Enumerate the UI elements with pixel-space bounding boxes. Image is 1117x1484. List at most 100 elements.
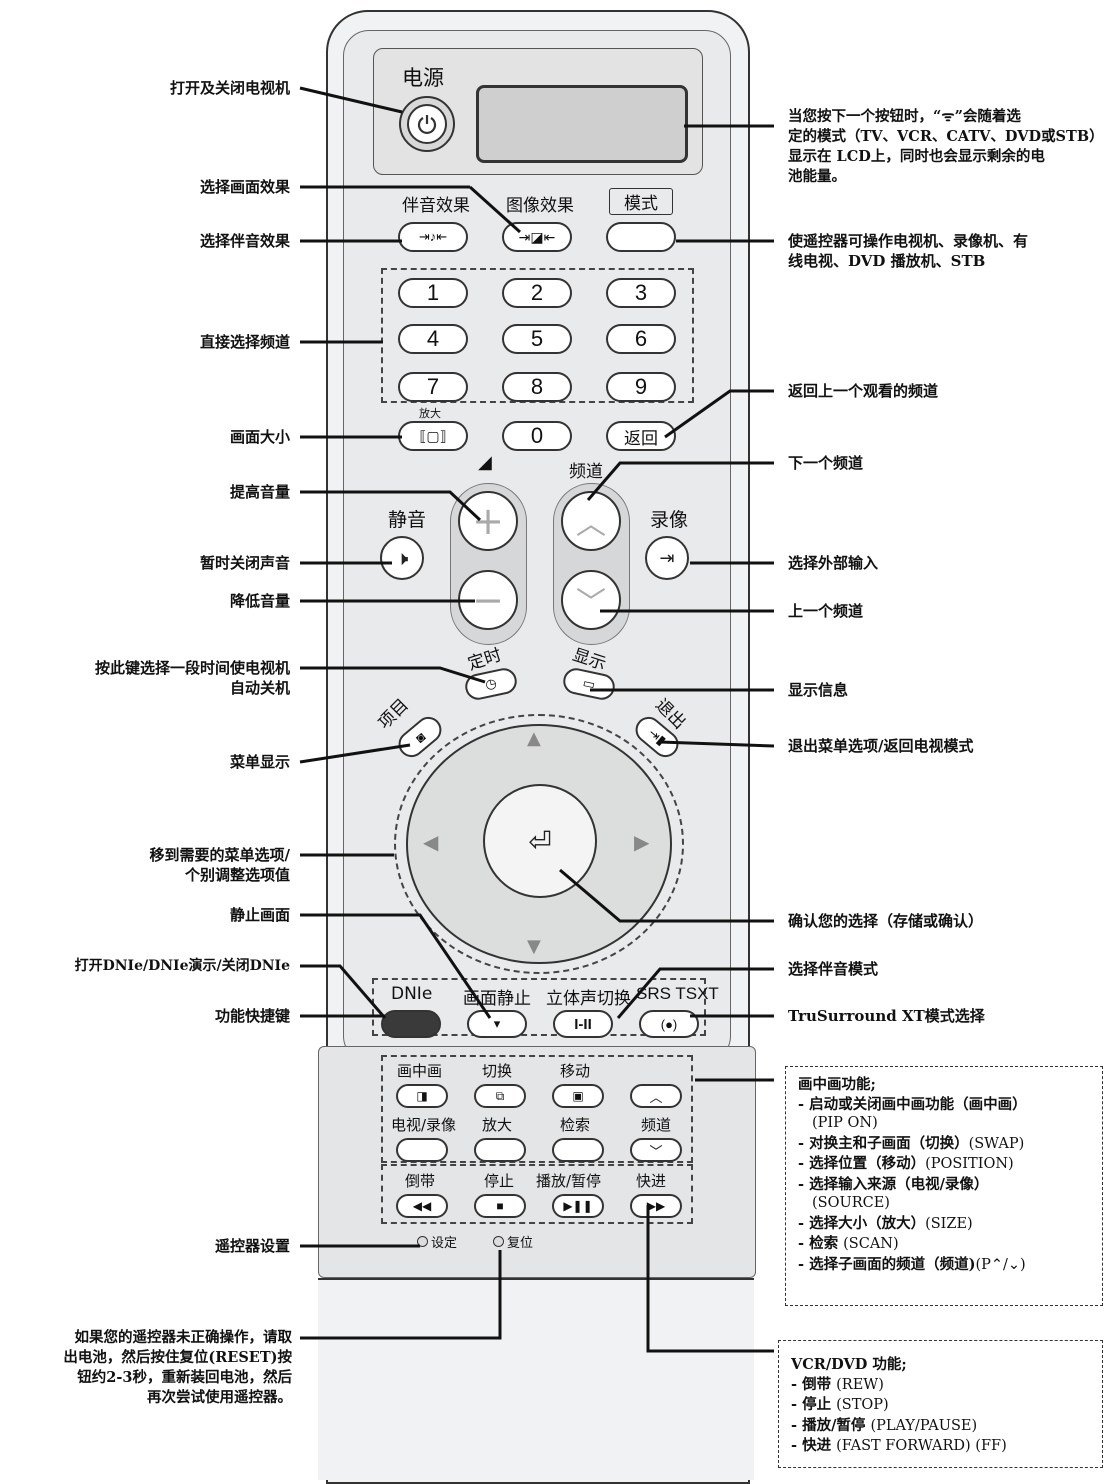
number-8-button[interactable]: 8 bbox=[502, 372, 572, 402]
picture-effect-button[interactable]: ⇥◪⇤ bbox=[502, 222, 572, 252]
number-2-button[interactable]: 2 bbox=[502, 278, 572, 308]
pip-item-en: (SIZE) bbox=[925, 1215, 973, 1232]
swap-label: 切换 bbox=[482, 1062, 513, 1080]
pip-item-en: (SCAN) bbox=[843, 1236, 899, 1252]
annotation-lcd: 当您按下一个按钮时，“ᯤ”会随着选 定的模式（TV、VCR、CATV、DVD或S… bbox=[788, 108, 1104, 185]
annotation-channel-down: 上一个频道 bbox=[788, 602, 864, 620]
number-5-button[interactable]: 5 bbox=[502, 324, 572, 354]
position-button[interactable]: ▣ bbox=[552, 1084, 604, 1108]
annotation-stereo: 选择伴音模式 bbox=[788, 960, 879, 978]
set-button[interactable] bbox=[417, 1236, 428, 1247]
freeze-label: 画面静止 bbox=[463, 989, 531, 1009]
swap-button[interactable]: ⧉ bbox=[474, 1084, 526, 1108]
dpad-left-button[interactable]: ◀ bbox=[423, 830, 439, 854]
pip-size-label: 放大 bbox=[482, 1116, 513, 1134]
mute-button[interactable]: 🕨 bbox=[380, 536, 424, 580]
pip-item-en: (SWAP) bbox=[968, 1135, 1025, 1152]
fast-forward-icon: ▶▶ bbox=[646, 1199, 666, 1213]
annotation-navigate: 移到需要的菜单选项/ 个别调整选项值 bbox=[149, 846, 290, 884]
pip-item-en: (P⌃/⌄) bbox=[975, 1256, 1026, 1273]
vcr-item: 快进 bbox=[802, 1437, 832, 1454]
volume-icon: ◢ bbox=[478, 452, 492, 473]
pip-channel-up-button[interactable]: ︿ bbox=[630, 1084, 682, 1108]
position-icon: ▣ bbox=[572, 1089, 584, 1103]
dpad-up-button[interactable]: ▲ bbox=[527, 728, 541, 749]
pip-size-button[interactable] bbox=[474, 1138, 526, 1162]
number-6-button[interactable]: 6 bbox=[606, 324, 676, 354]
number-9-button[interactable]: 9 bbox=[606, 372, 676, 402]
number-1-button[interactable]: 1 bbox=[398, 278, 468, 308]
volume-up-button[interactable]: + bbox=[458, 491, 518, 551]
tv-video-label: 电视/录像 bbox=[391, 1116, 457, 1134]
vcr-item: 倒带 bbox=[802, 1375, 832, 1393]
annotation-return: 返回上一个观看的频道 bbox=[788, 382, 939, 400]
enter-button[interactable]: ⏎ bbox=[483, 784, 597, 898]
ff-label: 快进 bbox=[636, 1172, 667, 1190]
annotation-mode: 使遥控器可操作电视机、录像机、有 线电视、DVD 播放机、STB bbox=[788, 232, 1029, 270]
freeze-button[interactable]: ▾ bbox=[467, 1010, 527, 1038]
rew-label: 倒带 bbox=[405, 1172, 436, 1190]
dnie-button[interactable] bbox=[381, 1010, 441, 1038]
menu-icon: ◙ bbox=[412, 728, 428, 746]
mute-label: 静音 bbox=[388, 509, 427, 531]
channel-up-button[interactable]: ︿ bbox=[561, 491, 621, 551]
source-button[interactable]: ⇥ bbox=[645, 536, 689, 580]
annotation-exit: 退出菜单选项/返回电视模式 bbox=[788, 737, 974, 755]
annotation-sound-effect: 选择伴音效果 bbox=[199, 232, 290, 250]
volume-down-button[interactable]: − bbox=[458, 570, 518, 630]
dpad-down-button[interactable]: ▼ bbox=[527, 936, 541, 957]
play-pause-label: 播放/暂停 bbox=[536, 1172, 602, 1190]
play-pause-button[interactable]: ▶❚❚ bbox=[552, 1194, 604, 1218]
stereo-label: 立体声切换 bbox=[546, 989, 631, 1009]
annotation-picture-effect: 选择画面效果 bbox=[199, 178, 290, 196]
annotation-remote-setup: 遥控器设置 bbox=[214, 1237, 290, 1255]
number-0-button[interactable]: 0 bbox=[502, 421, 572, 451]
rewind-icon: ◀◀ bbox=[412, 1199, 432, 1213]
number-7-button[interactable]: 7 bbox=[398, 372, 468, 402]
pip-channel-down-button[interactable]: ﹀ bbox=[630, 1138, 682, 1162]
stereo-button[interactable]: I-II bbox=[553, 1010, 613, 1038]
annotation-direct-channel: 直接选择频道 bbox=[199, 333, 290, 351]
annotation-freeze: 静止画面 bbox=[229, 906, 290, 924]
dpad-right-button[interactable]: ▶ bbox=[634, 830, 650, 854]
stop-button[interactable]: ■ bbox=[474, 1194, 526, 1218]
clock-icon: ◷ bbox=[483, 674, 499, 693]
channel-down-button[interactable]: ﹀ bbox=[561, 570, 621, 630]
pip-item-sub: (PIP ON) bbox=[812, 1115, 878, 1131]
reset-button[interactable] bbox=[493, 1236, 504, 1247]
tv-video-button[interactable] bbox=[396, 1138, 448, 1162]
srs-button[interactable]: (●) bbox=[639, 1010, 699, 1038]
rewind-button[interactable]: ◀◀ bbox=[396, 1194, 448, 1218]
annotation-picture-size: 画面大小 bbox=[229, 428, 290, 446]
pip-item: 选择位置（移动） bbox=[809, 1155, 926, 1172]
pip-item: 启动或关闭画中画功能（画中画） bbox=[809, 1095, 1027, 1113]
annotation-mute: 暂时关闭声音 bbox=[199, 554, 290, 572]
sound-effect-button[interactable]: ⇥♪⇤ bbox=[398, 222, 468, 252]
number-3-button[interactable]: 3 bbox=[606, 278, 676, 308]
stop-icon: ■ bbox=[496, 1199, 504, 1213]
vcr-functions-box: VCR/DVD 功能; - 倒带 (REW) - 停止 (STOP) - 播放/… bbox=[778, 1340, 1103, 1468]
pip-button[interactable]: ◨ bbox=[396, 1084, 448, 1108]
exit-icon: ⇥▮ bbox=[645, 725, 670, 749]
pip-item-sub: (SOURCE) bbox=[812, 1195, 890, 1211]
mode-button[interactable] bbox=[606, 222, 676, 252]
pip-box-title: 画中画功能; bbox=[798, 1076, 876, 1093]
speaker-mute-icon: 🕨 bbox=[395, 546, 409, 570]
size-button[interactable]: ⟦▢⟧ bbox=[398, 421, 468, 451]
stop-label: 停止 bbox=[484, 1172, 515, 1190]
vcr-item: 播放/暂停 bbox=[802, 1416, 866, 1434]
pip-item: 选择输入来源（电视/录像） bbox=[809, 1175, 989, 1193]
number-pad-outline bbox=[381, 268, 694, 403]
fast-forward-button[interactable]: ▶▶ bbox=[630, 1194, 682, 1218]
power-button[interactable] bbox=[399, 96, 455, 152]
number-4-button[interactable]: 4 bbox=[398, 324, 468, 354]
source-label: 录像 bbox=[650, 509, 689, 531]
return-button[interactable]: 返回 bbox=[606, 421, 676, 451]
plus-icon: + bbox=[472, 499, 504, 543]
annotation-channel-up: 下一个频道 bbox=[788, 454, 864, 472]
power-icon bbox=[407, 104, 447, 144]
annotation-timer: 按此键选择一段时间使电视机 自动关机 bbox=[94, 659, 290, 697]
pip-item: 对换主和子画面（切换） bbox=[809, 1134, 969, 1152]
enter-icon: ⏎ bbox=[528, 824, 552, 858]
scan-button[interactable] bbox=[552, 1138, 604, 1162]
